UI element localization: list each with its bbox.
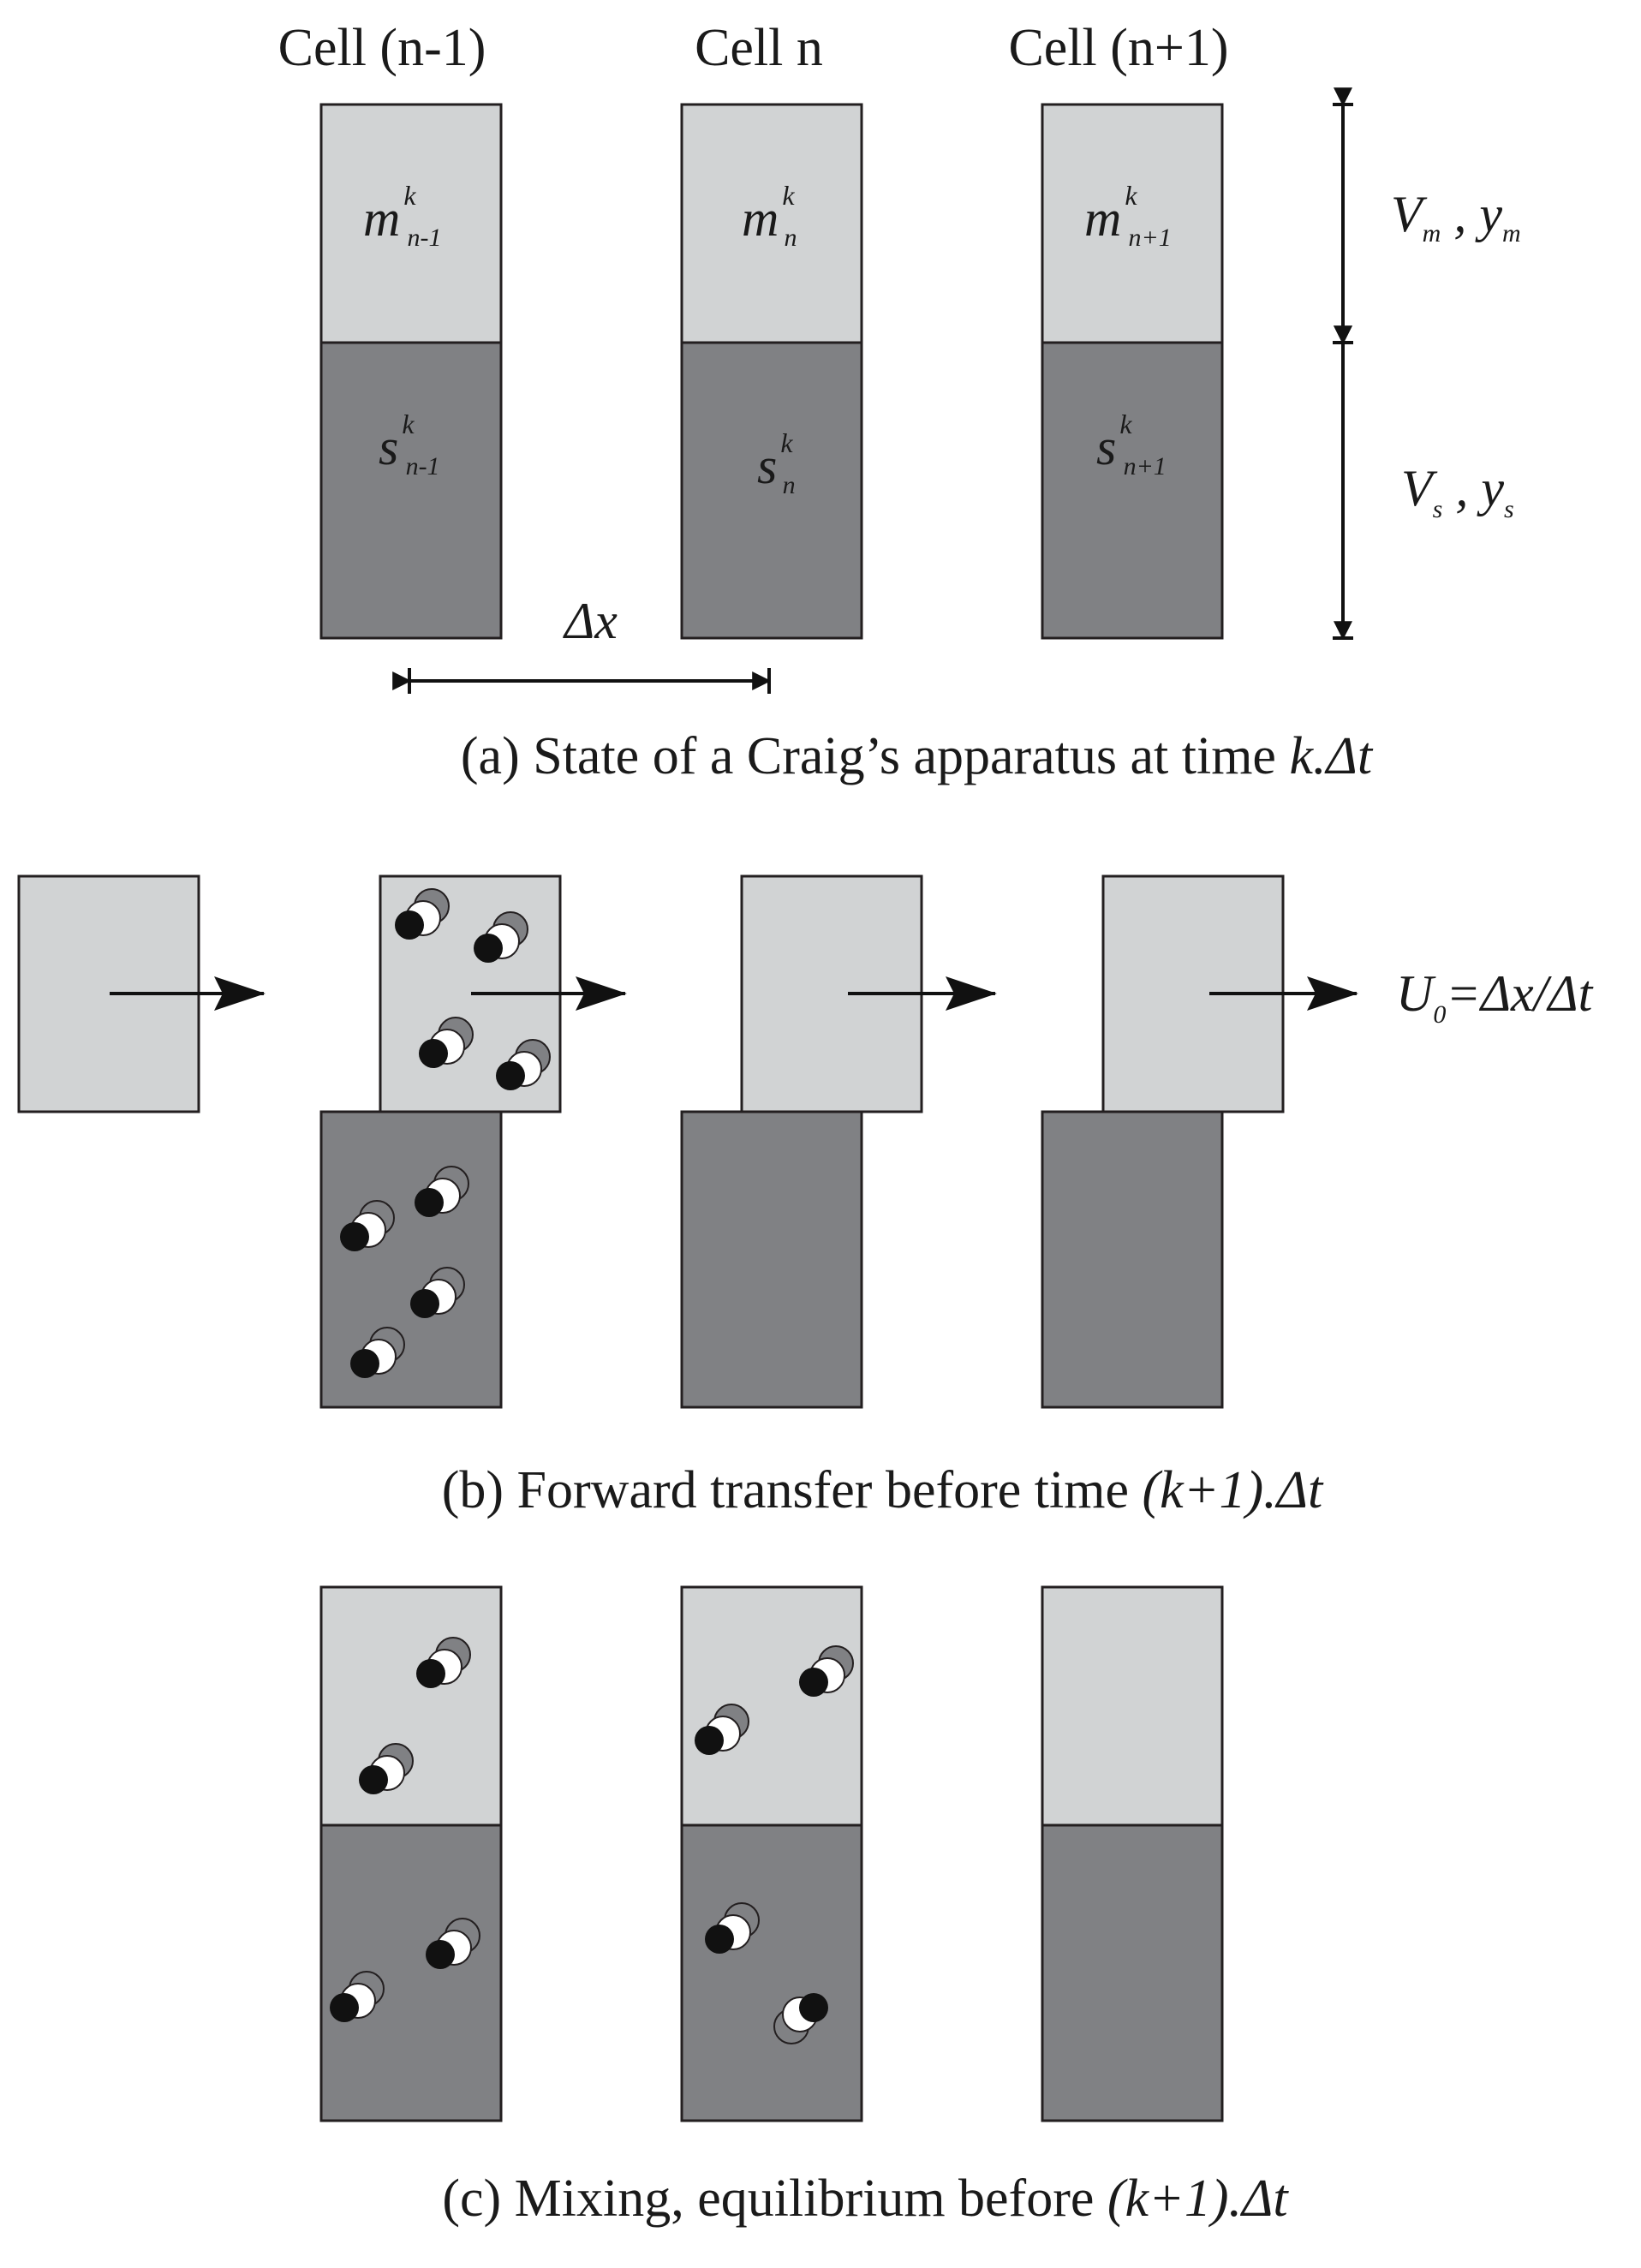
cell-header-n-minus-1: Cell (n-1) (278, 19, 486, 77)
stationary-phase-n (680, 1110, 863, 1409)
mobile-phase-cell-n-minus-1 (319, 1585, 503, 1827)
stationary-volume-label: Vs , ys (1401, 460, 1514, 523)
stationary-phase-n-minus-1 (319, 1110, 503, 1409)
stationary-phase-cell-n (680, 341, 863, 640)
caption-a: (a) State of a Craig’s apparatus at time… (461, 727, 1374, 785)
mobile-phase-cell-n-plus-1 (1041, 1585, 1224, 1827)
stationary-phase-cell-n-minus-1 (319, 341, 503, 640)
panel-c: (c) Mixing, equilibrium before (k+1).Δt (319, 1585, 1289, 2228)
mobile-phase-cell-n (680, 103, 863, 344)
stationary-phase-cell-n-minus-1 (319, 1823, 503, 2122)
caption-b: (b) Forward transfer before time (k+1).Δ… (442, 1461, 1324, 1519)
mobile-volume-label: Vm , ym (1391, 186, 1521, 248)
stationary-phase-n-plus-1 (1041, 1110, 1224, 1409)
mobile-phase-cell-n (680, 1585, 863, 1827)
mobile-phase-cell-n-minus-1 (319, 103, 503, 344)
stationary-phase-cell-n-plus-1 (1041, 1823, 1224, 2122)
dx-label: Δx (563, 593, 618, 649)
caption-c: (c) Mixing, equilibrium before (k+1).Δt (442, 2170, 1289, 2228)
panel-b: U0=Δx/Δt (b) Forward transfer before tim… (17, 874, 1594, 1519)
cell-header-n-plus-1: Cell (n+1) (1008, 19, 1228, 77)
stationary-phase-cell-n (680, 1823, 863, 2122)
mobile-phase-cell-n-plus-1 (1041, 103, 1224, 344)
stationary-phase-cell-n-plus-1 (1041, 341, 1224, 640)
cell-header-n: Cell n (695, 19, 823, 77)
velocity-label: U0=Δx/Δt (1396, 965, 1594, 1029)
